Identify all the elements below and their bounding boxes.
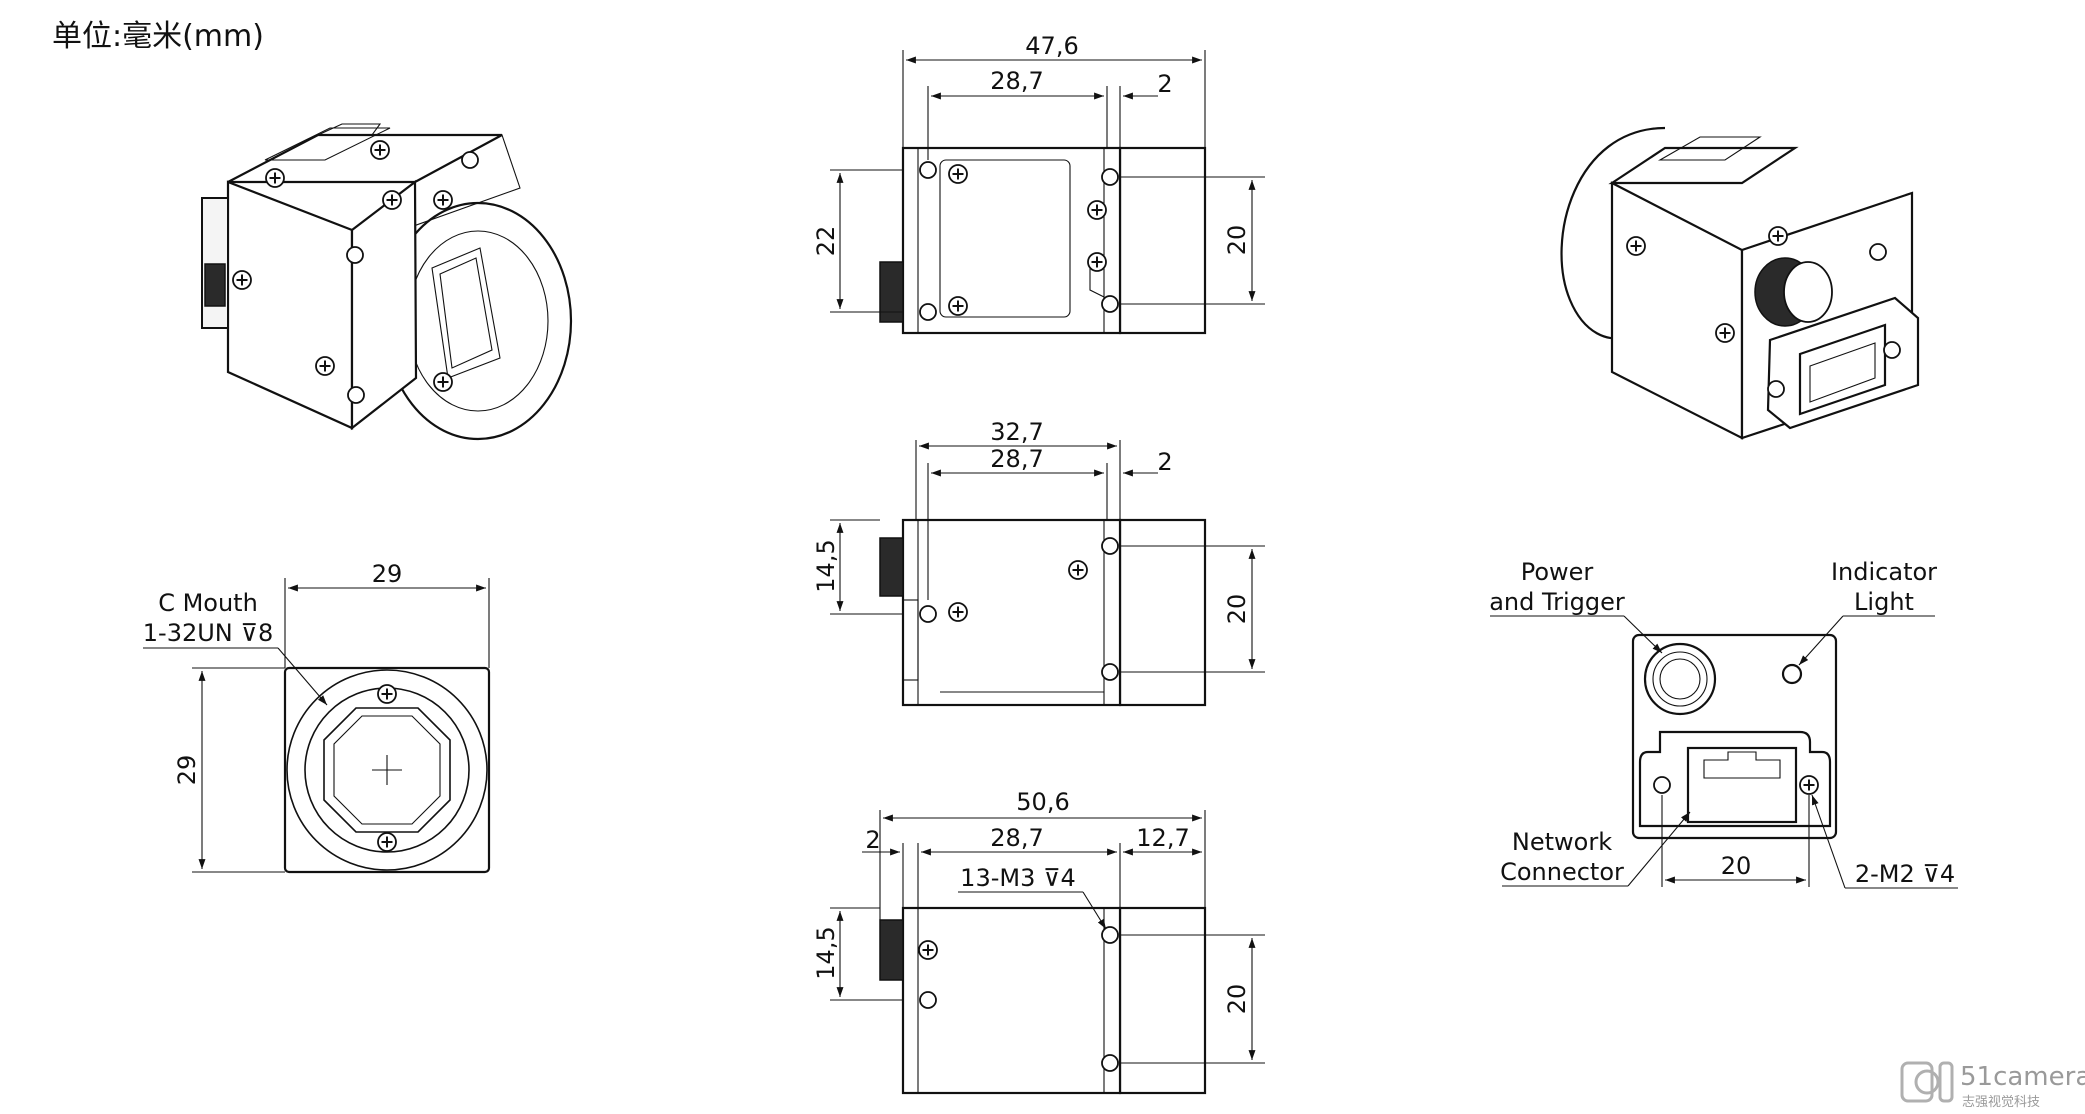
power-label-line1: Power bbox=[1521, 558, 1594, 586]
front-width-dim: 29 bbox=[372, 560, 403, 588]
bottom-right-offset-dim: 12,7 bbox=[1136, 824, 1189, 852]
top-body-dim: 28,7 bbox=[990, 67, 1043, 95]
rear-view: 20 Power and Trigger Indicator Light Net… bbox=[1489, 558, 1958, 889]
iso-rear-view bbox=[1560, 126, 1920, 440]
bottom-hole-label: 13-M3 ⊽4 bbox=[960, 864, 1076, 892]
network-label-line1: Network bbox=[1512, 828, 1612, 856]
rear-hole-spacing-dim: 20 bbox=[1721, 852, 1752, 880]
side-overall-dim: 32,7 bbox=[990, 418, 1043, 446]
rear-hole-label: 2-M2 ⊽4 bbox=[1855, 860, 1955, 888]
network-label-line2: Connector bbox=[1500, 858, 1624, 886]
watermark-logo-icon bbox=[1900, 1061, 1954, 1103]
watermark-tagline: 志强视觉科技 bbox=[1962, 1095, 2040, 1110]
side-right-height-dim: 20 bbox=[1223, 594, 1251, 625]
bottom-left-offset-dim: 2 bbox=[865, 826, 880, 854]
mount-label-line1: C Mouth bbox=[158, 589, 258, 617]
top-view: 47,6 28,7 2 22 20 bbox=[812, 32, 1265, 335]
watermark-brand: 51camera bbox=[1960, 1062, 2085, 1092]
unit-label: 单位:毫米(mm) bbox=[52, 19, 264, 54]
iso-front-view bbox=[201, 123, 573, 441]
front-height-dim: 29 bbox=[173, 755, 201, 786]
bottom-right-height-dim: 20 bbox=[1223, 984, 1251, 1015]
power-label-line2: and Trigger bbox=[1489, 588, 1625, 616]
side-offset-dim: 2 bbox=[1157, 448, 1172, 476]
bottom-body-dim: 28,7 bbox=[990, 824, 1043, 852]
bottom-view: 50,6 2 28,7 12,7 13-M3 ⊽4 14,5 20 bbox=[812, 788, 1265, 1095]
top-right-height-dim: 20 bbox=[1223, 225, 1251, 256]
indicator-label-line2: Light bbox=[1854, 588, 1914, 616]
mount-label-line2: 1-32UN ⊽8 bbox=[143, 619, 273, 647]
front-view: 29 29 C Mouth 1-32UN ⊽8 bbox=[143, 560, 491, 874]
bottom-overall-dim: 50,6 bbox=[1016, 788, 1069, 816]
top-left-height-dim: 22 bbox=[812, 226, 840, 257]
watermark: 51camera 志强视觉科技 bbox=[1900, 1061, 2085, 1110]
bottom-left-height-dim: 14,5 bbox=[812, 926, 840, 979]
indicator-label-line1: Indicator bbox=[1831, 558, 1937, 586]
top-offset-dim: 2 bbox=[1157, 70, 1172, 98]
side-left-height-dim: 14,5 bbox=[812, 539, 840, 592]
top-overall-dim: 47,6 bbox=[1025, 32, 1078, 60]
side-view: 32,7 28,7 2 14,5 20 bbox=[812, 418, 1265, 707]
side-body-dim: 28,7 bbox=[990, 445, 1043, 473]
